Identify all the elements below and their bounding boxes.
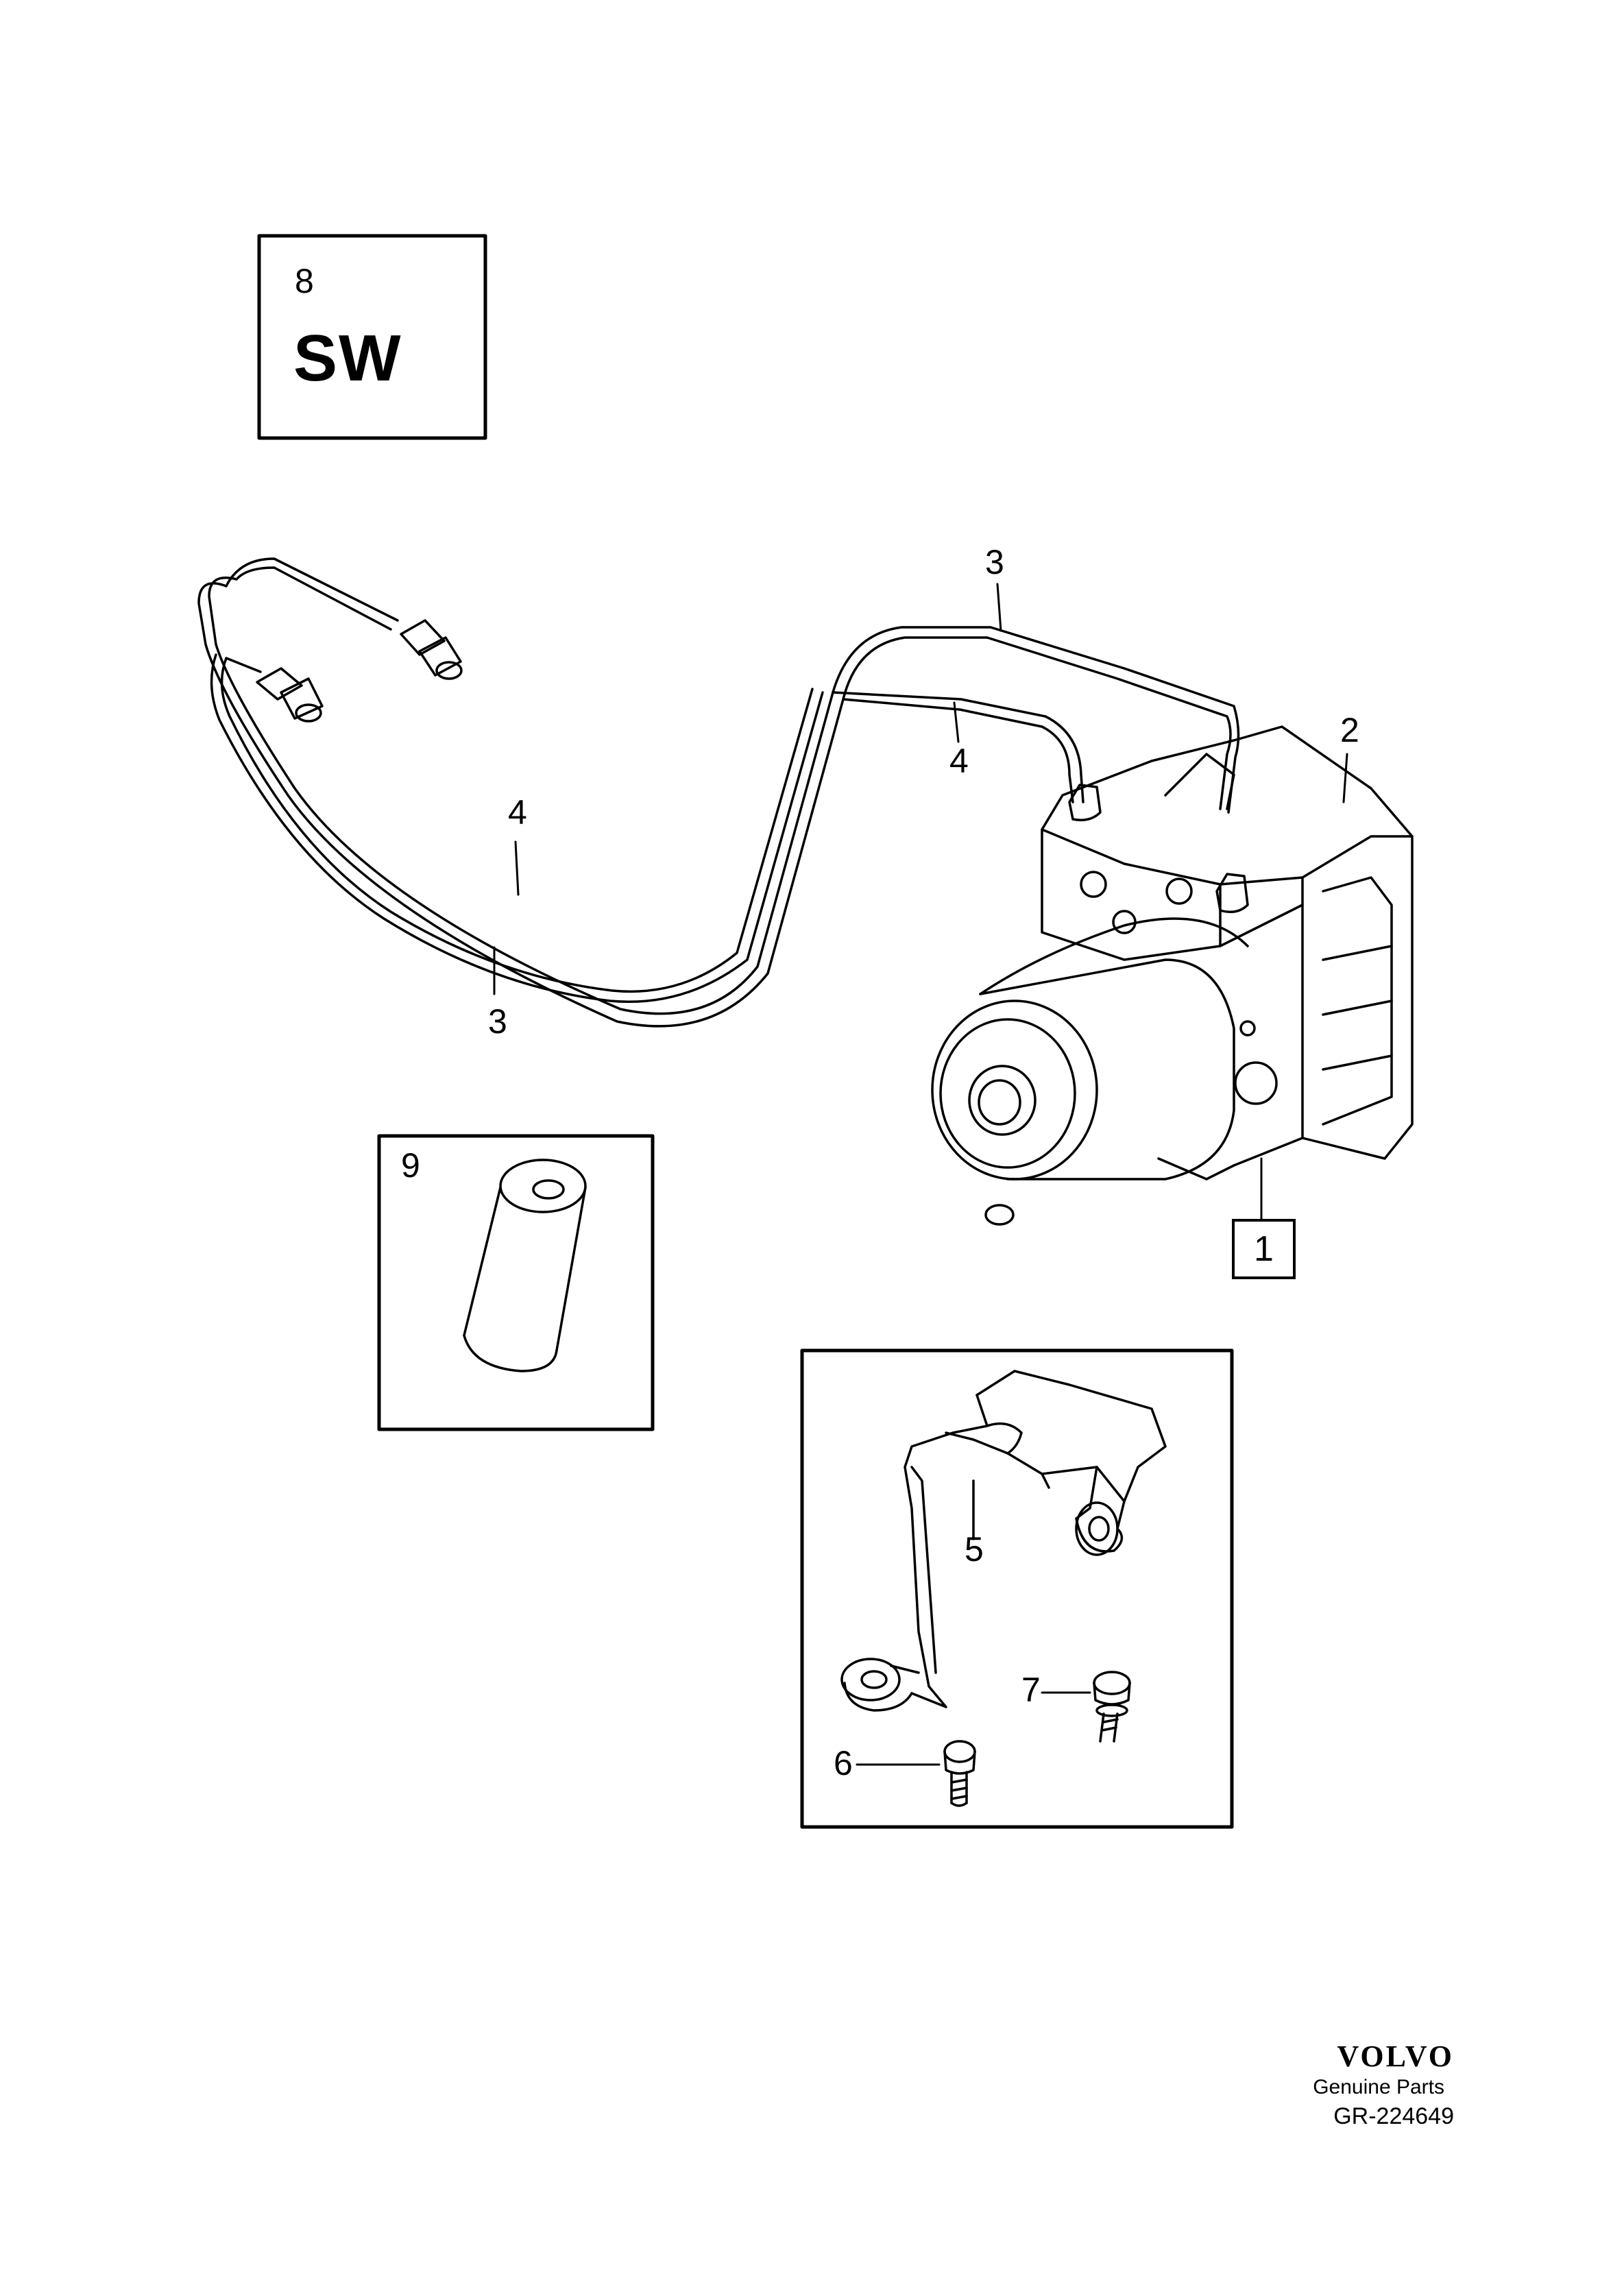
diagram-code: GR-224649 — [1333, 2103, 1454, 2129]
inset-8-code: SW — [293, 322, 402, 395]
volvo-logo: VOLVO — [1337, 2039, 1454, 2073]
inset-8-number: 8 — [295, 262, 314, 300]
callout-4-left: 4 — [508, 793, 527, 832]
callout-5: 5 — [965, 1530, 984, 1569]
screw-7-icon — [1041, 1671, 1131, 1743]
callout-1: 1 — [1254, 1229, 1274, 1269]
callout-4-top: 4 — [949, 742, 969, 780]
inset-9-frame — [377, 1134, 655, 1431]
inset-9-number: 9 — [401, 1146, 420, 1185]
pipe-fitting-icon — [256, 619, 463, 723]
screw-6-icon — [856, 1740, 976, 1807]
callout-7: 7 — [1021, 1671, 1041, 1709]
bracket-icon — [840, 1370, 1167, 1712]
sleeve-icon — [463, 1159, 587, 1372]
brake-pipes-icon — [197, 557, 1240, 1028]
callout-3-bottom: 3 — [488, 1002, 507, 1041]
genuine-parts-label: Genuine Parts — [1313, 2076, 1444, 2098]
leader-lines — [493, 583, 1348, 1530]
callout-3-top: 3 — [985, 543, 1004, 581]
bracket-inset-frame — [800, 1348, 1234, 1829]
callout-1-box: 1 — [1232, 1219, 1296, 1279]
callout-6: 6 — [834, 1744, 853, 1782]
callout-2: 2 — [1340, 711, 1359, 749]
abs-modulator-icon — [931, 725, 1414, 1226]
inset-8-frame — [257, 234, 487, 440]
